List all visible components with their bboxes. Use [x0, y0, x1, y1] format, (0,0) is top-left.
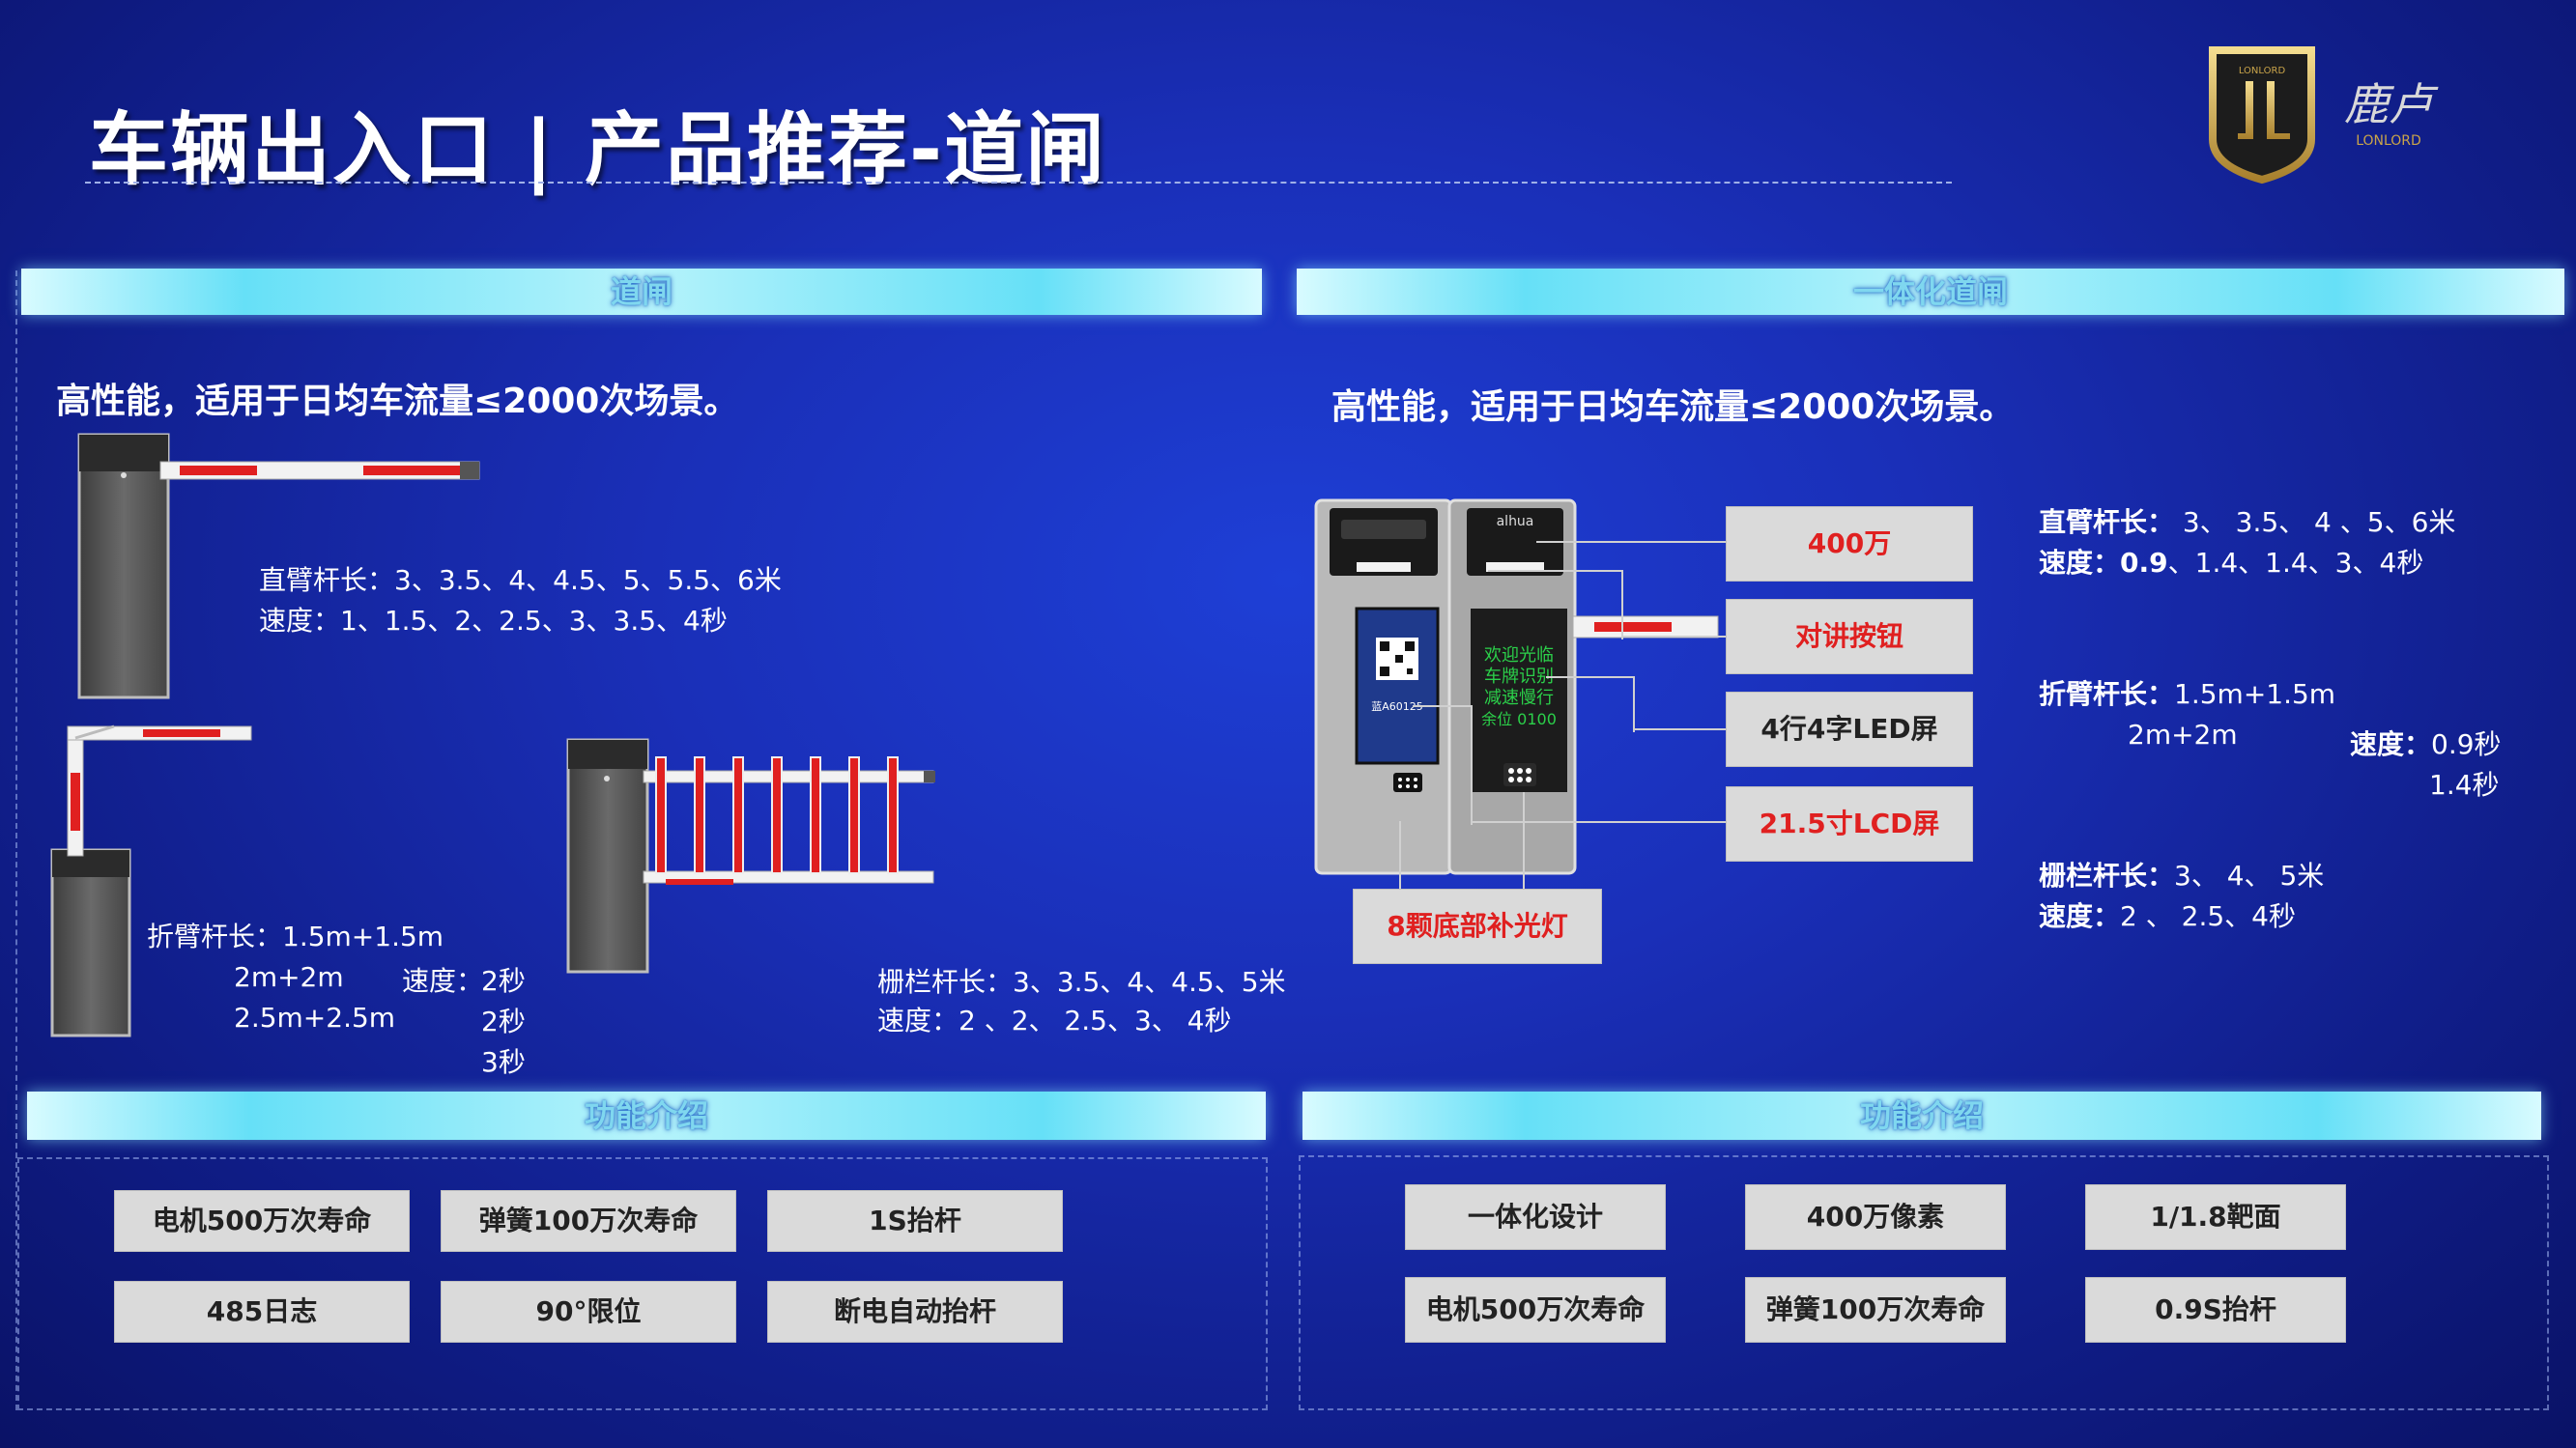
leader-line: [1536, 541, 1726, 543]
leader-line: [1471, 821, 1726, 823]
left-folding-speed2: 2秒: [481, 1006, 526, 1037]
right-band-title: 一体化道闸: [1297, 269, 2564, 315]
left-feature-item: 电机500万次寿命: [114, 1190, 410, 1252]
logo-text-bottom: LONLORD: [2356, 133, 2421, 149]
lcd-plate-text: 蓝A60125: [1371, 700, 1423, 713]
left-fence-length: 栅栏杆长：3、3.5、4、4.5、5米: [877, 966, 1286, 998]
left-straight-length: 直臂杆长：3、3.5、4、4.5、5、5.5、6米: [259, 564, 782, 596]
logo-cn-text: 鹿卢: [2344, 78, 2439, 130]
right-straight-speed-value: 、1.4、1.4、3、4秒: [2167, 547, 2424, 579]
led-line-1: 欢迎光临: [1484, 645, 1554, 666]
left-feature-item: 90°限位: [441, 1281, 736, 1343]
right-fence-speed-label: 速度：: [2039, 900, 2121, 932]
device-brand-text: alhua: [1497, 514, 1534, 529]
right-folding-speed-label: 速度：: [2350, 728, 2432, 760]
left-folding-speed1: 2秒: [481, 965, 526, 997]
folding-arm-barrier-image: [50, 724, 252, 1037]
right-straight-speed-bold: 0.9: [2120, 547, 2168, 579]
right-straight-speed: 速度：0.9、1.4、1.4、3、4秒: [2039, 543, 2423, 583]
right-folding-length-label: 折臂杆长：: [2039, 678, 2175, 710]
right-folding-speed: 速度：0.9秒: [2350, 724, 2502, 765]
right-feature-item: 400万像素: [1745, 1184, 2006, 1250]
right-fence-speed: 速度：2 、 2.5、4秒: [2039, 896, 2296, 937]
left-panel-border: [15, 270, 1264, 1410]
right-straight-length-label: 直臂杆长：: [2039, 506, 2175, 538]
leader-line: [1399, 821, 1525, 893]
page-title: 车辆出入口 | 产品推荐-道闸: [89, 104, 1107, 196]
leader-line: [1523, 792, 1525, 891]
shield-logo-icon: LONLORD 鹿卢 LONLORD: [2209, 46, 2439, 185]
right-feature-item: 0.9S抬杆: [2085, 1277, 2346, 1343]
right-feature-item: 一体化设计: [1405, 1184, 1666, 1250]
title-divider: [85, 182, 1952, 184]
logo-text-top: LONLORD: [2239, 66, 2286, 76]
right-features-panel: [1299, 1155, 2549, 1410]
left-features-band: 功能介绍: [27, 1092, 1266, 1140]
right-straight-speed-label: 速度：: [2039, 547, 2121, 579]
leader-line: [1633, 728, 1726, 730]
leader-line: [1546, 676, 1635, 732]
callout-led-screen: 4行4字LED屏: [1726, 692, 1973, 767]
right-fence-length-value: 3、 4、 5米: [2174, 860, 2325, 892]
right-folding-length: 折臂杆长：1.5m+1.5m: [2039, 674, 2335, 715]
led-line-4: 余位 0100: [1481, 710, 1557, 728]
right-feature-item: 电机500万次寿命: [1405, 1277, 1666, 1343]
right-folding-length-value: 1.5m+1.5m: [2174, 678, 2336, 710]
left-feature-item: 485日志: [114, 1281, 410, 1343]
left-feature-item: 断电自动抬杆: [767, 1281, 1063, 1343]
left-folding-speed-label: 速度：: [402, 965, 484, 997]
left-folding-label: 折臂杆长：1.5m+1.5m: [147, 921, 444, 952]
right-fence-length-label: 栅栏杆长：: [2039, 860, 2175, 892]
led-line-2: 车牌识别: [1484, 667, 1554, 687]
left-subtitle: 高性能，适用于日均车流量≤2000次场景。: [56, 382, 739, 421]
left-folding-speed3: 3秒: [481, 1046, 526, 1078]
right-fence-length: 栅栏杆长：3、 4、 5米: [2039, 856, 2324, 896]
leader-line: [1621, 636, 1726, 638]
leader-line: [1488, 570, 1623, 639]
straight-arm-barrier-image: [77, 433, 480, 699]
callout-intercom-button: 对讲按钮: [1726, 599, 1973, 674]
left-folding-len2: 2m+2m: [234, 961, 344, 993]
right-feature-item: 弹簧100万次寿命: [1745, 1277, 2006, 1343]
led-line-3: 减速慢行: [1484, 688, 1554, 708]
leader-line: [1413, 705, 1473, 825]
integrated-barrier-image: 蓝A60125 alhua 欢迎光临 车牌识别 减速慢行 余位 0100: [1314, 498, 1719, 875]
left-straight-speed: 速度：1、1.5、2、2.5、3、3.5、4秒: [259, 605, 728, 637]
brand-logo: LONLORD 鹿卢 LONLORD: [2203, 43, 2454, 187]
left-feature-item: 1S抬杆: [767, 1190, 1063, 1252]
right-fence-speed-value: 2 、 2.5、4秒: [2120, 900, 2296, 932]
right-folding-speed2: 1.4秒: [2429, 769, 2500, 801]
right-subtitle: 高性能，适用于日均车流量≤2000次场景。: [1331, 387, 2015, 427]
right-feature-item: 1/1.8靶面: [2085, 1184, 2346, 1250]
fence-arm-barrier-image: [566, 738, 935, 974]
left-band-title: 道闸: [21, 269, 1262, 315]
right-straight-length: 直臂杆长： 3、 3.5、 4 、5、6米: [2039, 502, 2455, 543]
left-fence-speed: 速度：2 、2、 2.5、3、 4秒: [877, 1005, 1232, 1036]
right-folding-speed1: 0.9秒: [2431, 728, 2502, 760]
right-straight-length-value: 3、 3.5、 4 、5、6米: [2174, 506, 2456, 538]
left-feature-item: 弹簧100万次寿命: [441, 1190, 736, 1252]
left-folding-len3: 2.5m+2.5m: [234, 1002, 396, 1034]
callout-fill-light: 8颗底部补光灯: [1353, 889, 1602, 964]
callout-400w: 400万: [1726, 506, 1973, 582]
left-features-panel: [17, 1157, 1268, 1410]
callout-lcd-screen: 21.5寸LCD屏: [1726, 786, 1973, 862]
right-folding-len2: 2m+2m: [2128, 719, 2238, 751]
right-features-band: 功能介绍: [1302, 1092, 2541, 1140]
